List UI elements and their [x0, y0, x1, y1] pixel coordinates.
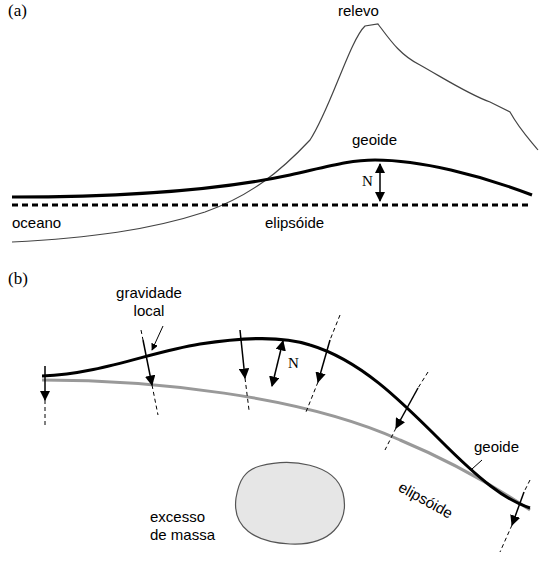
- ellipsoid-label: elipsóide: [265, 214, 324, 232]
- gravity-label: gravidade local: [108, 284, 190, 320]
- geoid-label: geoide: [352, 131, 397, 149]
- leader-line: [472, 460, 482, 469]
- ellipsoid-line: [12, 204, 532, 207]
- mass-label: excesso de massa: [150, 508, 224, 544]
- leader-line: [152, 326, 163, 350]
- relief-label: relevo: [338, 2, 379, 20]
- undulation-label: N: [362, 172, 373, 190]
- gravity-arrows: [45, 315, 530, 552]
- ocean-label: oceano: [12, 214, 61, 232]
- undulation-arrow: [379, 164, 381, 201]
- undulation-label: N: [288, 354, 299, 372]
- undulation-arrow: [272, 341, 283, 386]
- panel-letter: (a): [8, 2, 27, 20]
- panel-letter: (b): [8, 270, 28, 288]
- mass-excess-region: excesso de massa: [150, 458, 350, 550]
- mass-blob-outline: [236, 463, 345, 545]
- relief-line: [12, 24, 538, 242]
- geoid-line: [12, 160, 532, 197]
- ellipsoid-label: elipsóide: [395, 478, 456, 522]
- geoid-label: geoide: [474, 438, 519, 456]
